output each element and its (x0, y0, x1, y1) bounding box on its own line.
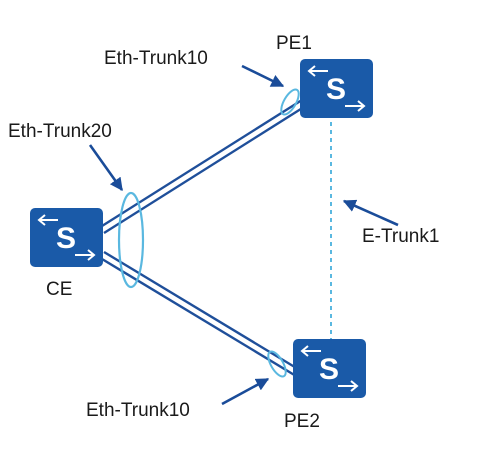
arrow-eth-trunk10-bottom (221, 377, 270, 406)
link-ce-pe2 (101, 250, 299, 378)
arrow-eth-trunk10-top (241, 64, 285, 88)
eth-trunk10-top-label: Eth-Trunk10 (104, 48, 208, 69)
eth-trunk20-ce-ring (117, 191, 145, 289)
switch-pe2[interactable]: S (293, 339, 366, 398)
eth-trunk10-bottom-label: Eth-Trunk10 (86, 400, 190, 421)
switch-icon (293, 339, 366, 398)
switch-icon (300, 59, 373, 118)
switch-ce-glyph: S (56, 222, 76, 255)
ce-label: CE (46, 279, 72, 300)
switch-pe2-glyph: S (319, 353, 339, 386)
switch-ce[interactable]: S (30, 208, 103, 267)
pe1-label: PE1 (276, 33, 312, 54)
switch-pe1[interactable]: S (300, 59, 373, 118)
e-trunk1-label: E-Trunk1 (362, 226, 439, 247)
link-ce-pe1 (101, 98, 305, 235)
arrow-eth-trunk20 (88, 144, 124, 192)
eth-trunk10-pe1-ring (280, 88, 300, 116)
switch-pe1-glyph: S (326, 73, 346, 106)
eth-trunk10-pe2-ring (267, 350, 287, 378)
pe2-label: PE2 (284, 411, 320, 432)
arrow-e-trunk1 (342, 199, 399, 227)
eth-trunk20-label: Eth-Trunk20 (8, 121, 112, 142)
switch-icon (30, 208, 103, 267)
